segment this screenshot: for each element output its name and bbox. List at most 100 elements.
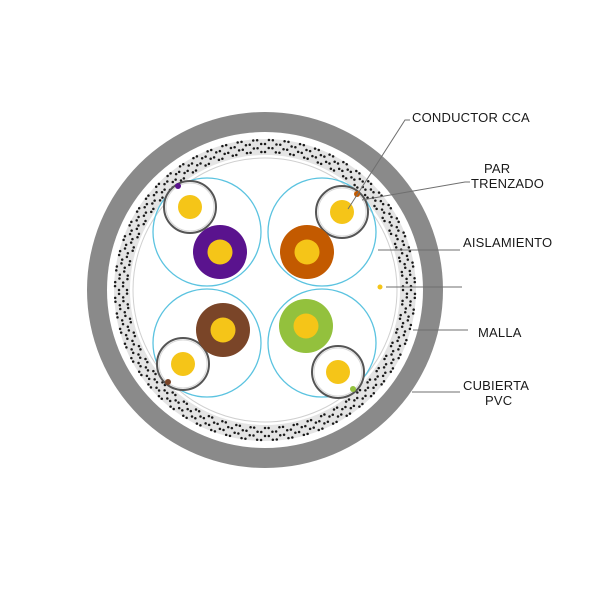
shield-dot <box>263 150 267 154</box>
shield-dot <box>342 160 345 164</box>
shield-dot <box>130 356 133 360</box>
shield-dot <box>248 433 251 437</box>
shield-dot <box>241 429 245 432</box>
shield-dot <box>166 397 169 400</box>
pair-outline <box>267 288 377 398</box>
shield-dot <box>364 389 367 392</box>
shield-dot <box>336 162 340 165</box>
shield-dot <box>408 304 412 307</box>
shield-dot <box>212 156 216 159</box>
shield-dot <box>411 312 415 315</box>
shield-dot <box>311 154 314 158</box>
shield-dot <box>369 182 373 186</box>
shield-dot <box>259 438 263 442</box>
shield-dot <box>283 140 286 143</box>
shield-dot <box>161 196 164 199</box>
shield-dot <box>137 232 141 236</box>
shield-dot <box>121 281 125 284</box>
shield-dot <box>132 343 136 346</box>
shield-dot <box>358 172 361 175</box>
shield-dot <box>182 400 186 403</box>
label-conductor-cca: CONDUCTOR CCA <box>412 110 530 125</box>
shield-dot <box>404 266 407 270</box>
shield-dot <box>392 358 395 361</box>
shield-dot <box>400 252 404 255</box>
shield-dot <box>361 180 364 183</box>
shield-dot <box>267 426 270 430</box>
shield-dot <box>349 170 353 174</box>
shield-dot <box>305 148 308 152</box>
shield-dot <box>375 207 378 211</box>
shield-dot <box>179 179 183 182</box>
shield-dot <box>367 179 370 183</box>
pair-outline <box>152 177 262 287</box>
shield-dot <box>163 188 166 191</box>
shield-dot <box>383 219 386 223</box>
shield-dot <box>145 374 149 378</box>
shield-dot <box>229 146 233 150</box>
shield-dot <box>126 337 129 340</box>
filler-dot <box>377 284 383 290</box>
shield-dot <box>398 344 402 348</box>
shield-dot <box>137 353 140 356</box>
shield-dot <box>160 397 163 401</box>
shield-dot <box>126 306 130 310</box>
shield-dot <box>135 227 139 231</box>
drain-wire-dot-top-left <box>175 183 181 189</box>
shield-dot <box>274 151 278 154</box>
shield-dot <box>408 327 412 331</box>
shield-dot <box>353 178 356 181</box>
shield-dot <box>397 336 401 339</box>
shield-dot <box>154 372 157 376</box>
shield-dot <box>209 428 213 432</box>
shield-dot <box>294 145 297 149</box>
shield-dot <box>126 277 129 281</box>
shield-dot <box>138 356 142 360</box>
shield-dot <box>309 418 313 422</box>
shield-dot <box>381 202 385 206</box>
shield-dot <box>318 419 321 423</box>
shield-dot <box>137 361 140 365</box>
shield-dot <box>119 331 123 334</box>
shield-dot <box>290 145 293 148</box>
shield-dot <box>395 331 398 334</box>
shield-dot <box>341 407 344 411</box>
shield-dot <box>244 437 247 440</box>
shield-dot <box>267 146 270 150</box>
shield-dot <box>190 415 194 418</box>
shield-dot <box>251 139 255 142</box>
shield-dot <box>312 426 315 429</box>
shield-dot <box>341 169 344 173</box>
shield-dot <box>344 405 347 409</box>
pair-outline <box>152 288 262 398</box>
shield-dot <box>122 238 125 242</box>
shield-dot <box>191 171 195 174</box>
shield-dot <box>123 234 127 238</box>
shield-dot <box>195 422 199 425</box>
shield-dot <box>366 386 370 389</box>
drain-wire-dot-bottom-left <box>165 379 171 385</box>
shield-dot <box>379 199 383 203</box>
shield-dot <box>278 425 281 429</box>
shield-dot <box>120 319 124 322</box>
shield-dot <box>207 414 211 418</box>
shield-dot <box>394 234 398 237</box>
drain-wire-dot-bottom-right <box>350 386 356 392</box>
shield-dot <box>391 349 395 353</box>
shield-dot <box>199 162 202 165</box>
white-insulation-inner-ring <box>158 339 208 389</box>
shield-dot <box>377 191 381 194</box>
shield-dot <box>118 273 122 276</box>
shield-dot <box>395 246 398 249</box>
shield-dot <box>117 288 121 292</box>
inner-foil <box>132 157 398 423</box>
shield-dot <box>177 406 181 410</box>
shield-dot <box>285 148 289 151</box>
shield-dot <box>361 402 364 406</box>
shield-dot <box>177 170 181 174</box>
shield-dot <box>288 153 292 156</box>
shield-dot <box>278 151 281 155</box>
shield-dot <box>227 425 230 429</box>
shield-dot <box>355 169 358 173</box>
